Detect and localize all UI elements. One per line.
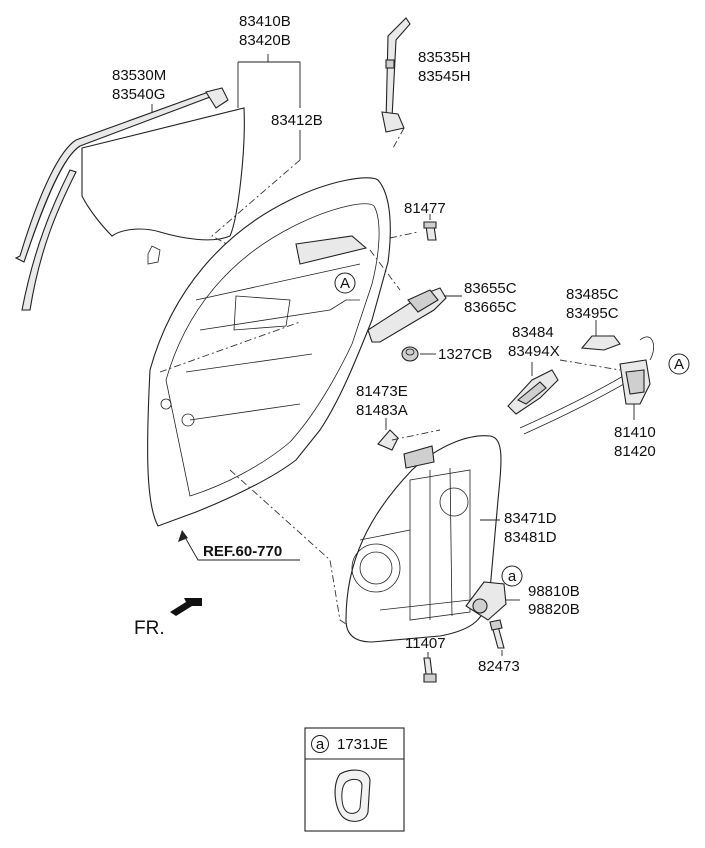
label-83665C: 83665C: [464, 299, 517, 316]
label-98810B: 98810B: [528, 583, 580, 600]
inside-door-handle: [507, 362, 559, 415]
label-83530M: 83530M: [112, 67, 166, 84]
window-regulator-motor: [465, 581, 520, 621]
label-81473E: 81473E: [356, 383, 408, 400]
label-83545H: 83545H: [418, 68, 471, 85]
marker-A-left-text: A: [340, 275, 350, 292]
label-83495C: 83495C: [566, 305, 619, 322]
label-83655C: 83655C: [464, 280, 517, 297]
label-83484: 83484: [512, 324, 554, 341]
label-83481D: 83481D: [504, 529, 557, 546]
reference-text: REF.60-770: [203, 543, 282, 560]
outside-door-handle: [367, 249, 462, 343]
label-1327CB: 1327CB: [438, 346, 492, 363]
marker-a-text: a: [508, 568, 517, 585]
label-81483A: 81483A: [356, 402, 408, 419]
front-text: FR.: [134, 618, 165, 639]
label-81420: 81420: [614, 443, 656, 460]
label-83540G: 83540G: [112, 86, 165, 103]
clip-81473e: [377, 418, 441, 451]
label-83410B: 83410B: [239, 13, 291, 30]
bolt-81477: [423, 214, 437, 241]
label-83471D: 83471D: [504, 510, 557, 527]
grommet-1327cb: [401, 346, 436, 362]
front-arrow-icon: [170, 598, 202, 616]
marker-a: a: [501, 565, 523, 587]
lock-rod-83485c: [580, 320, 621, 351]
label-81477: 81477: [404, 200, 446, 217]
label-83420B: 83420B: [239, 32, 291, 49]
legend-part-text: 1731JE: [337, 736, 388, 753]
marker-A-right-text: A: [674, 356, 684, 373]
legend-marker-text: a: [316, 736, 325, 753]
reference-note: REF.60-770: [178, 530, 300, 561]
grommet-1731je-icon: [334, 769, 371, 822]
label-98820B: 98820B: [528, 601, 580, 618]
door-latch-assembly: [519, 336, 654, 435]
label-82473: 82473: [478, 658, 520, 675]
label-83494X: 83494X: [508, 343, 560, 360]
label-81410: 81410: [614, 424, 656, 441]
glass-run-channel: [14, 87, 229, 311]
marker-A-left: A: [334, 272, 356, 294]
bolt-82473: [489, 619, 505, 656]
bolt-11407: [423, 652, 437, 683]
legend-box: a 1731JE: [304, 727, 405, 832]
rear-glass-channel: [381, 17, 411, 133]
door-glass: [81, 107, 245, 265]
label-11407: 11407: [405, 635, 446, 652]
marker-A-right: A: [668, 353, 690, 375]
label-83535H: 83535H: [418, 49, 471, 66]
window-regulator-module: [345, 435, 502, 643]
door-inner-panel: [147, 177, 391, 641]
front-direction-indicator: FR.: [134, 598, 202, 639]
label-83485C: 83485C: [566, 286, 619, 303]
label-83412B: 83412B: [271, 112, 323, 129]
